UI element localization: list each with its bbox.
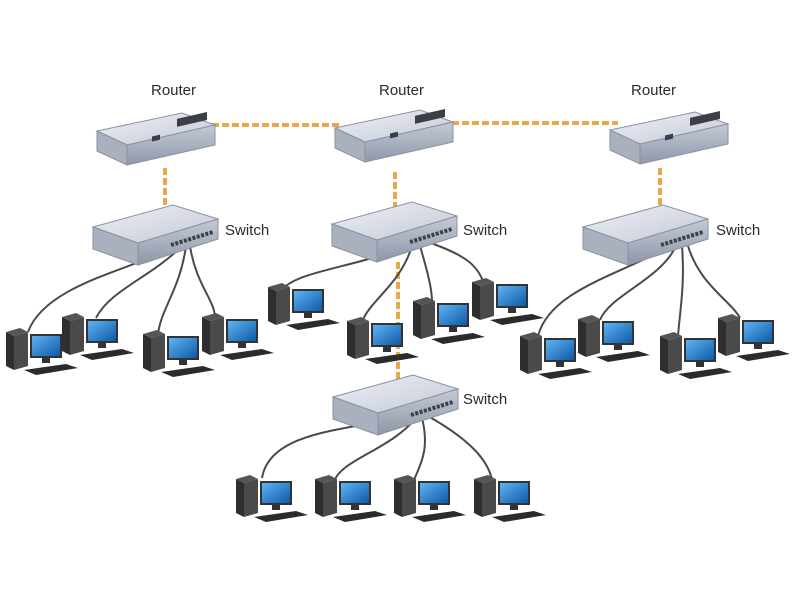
computer (347, 317, 419, 364)
cable-switch3-pc3 (677, 245, 684, 337)
router-icon (608, 111, 730, 165)
computer (413, 297, 485, 344)
switch-1 (91, 204, 220, 266)
computer (578, 315, 650, 362)
computer (268, 283, 340, 330)
switch-icon (581, 204, 710, 266)
computer-icon (718, 314, 790, 361)
computer (236, 475, 308, 522)
computer-icon (660, 332, 732, 379)
computer (660, 332, 732, 379)
computer-icon (578, 315, 650, 362)
computer-icon (143, 330, 215, 377)
computer (62, 313, 134, 360)
computer-icon (472, 278, 544, 325)
computer-icon (394, 475, 466, 522)
computer-icon (62, 313, 134, 360)
computer-icon (202, 313, 274, 360)
switch-3 (581, 204, 710, 266)
switch-icon (330, 201, 459, 263)
router-backbone-links (212, 121, 618, 127)
computer-icon (474, 475, 546, 522)
router-2-label: Router (379, 82, 424, 99)
cable-switch1-pc4 (189, 245, 216, 319)
router-3 (608, 111, 730, 165)
cable-switch2-pc3 (419, 245, 433, 303)
switch-icon (331, 374, 460, 436)
computer-icon (413, 297, 485, 344)
switch-1-label: Switch (225, 222, 269, 239)
computer (474, 475, 546, 522)
computer-icon (236, 475, 308, 522)
computer (394, 475, 466, 522)
router-icon (333, 109, 455, 163)
router-3-label: Router (631, 82, 676, 99)
router-1-label: Router (151, 82, 196, 99)
computer-icon (268, 283, 340, 330)
switch-4 (331, 374, 460, 436)
router-icon (95, 112, 217, 166)
computer-icon (6, 328, 78, 375)
cable-switch2-pc4 (427, 241, 485, 285)
cable-switch3-pc4 (687, 245, 741, 319)
computer (6, 328, 78, 375)
cable-switch4-pc4 (427, 415, 493, 481)
cable-switch2-pc2 (361, 245, 413, 323)
switch-computer-cables (27, 241, 741, 483)
computer-icon (315, 475, 387, 522)
router-1 (95, 112, 217, 166)
cable-switch3-pc2 (599, 245, 677, 321)
computer-icon (347, 317, 419, 364)
computers (6, 278, 790, 522)
switch-icon (91, 204, 220, 266)
cable-switch1-pc2 (95, 245, 183, 319)
cable-switch4-pc3 (413, 417, 426, 481)
switch-4-label: Switch (463, 391, 507, 408)
computer (718, 314, 790, 361)
switch-3-label: Switch (716, 222, 760, 239)
computer (472, 278, 544, 325)
computer-icon (520, 332, 592, 379)
cable-switch4-pc2 (333, 417, 417, 483)
computer (520, 332, 592, 379)
computer (315, 475, 387, 522)
router-2 (333, 109, 455, 163)
cable-switch1-pc3 (157, 245, 187, 336)
computer (143, 330, 215, 377)
computer (202, 313, 274, 360)
switch-2-label: Switch (463, 222, 507, 239)
switch-2 (330, 201, 459, 263)
